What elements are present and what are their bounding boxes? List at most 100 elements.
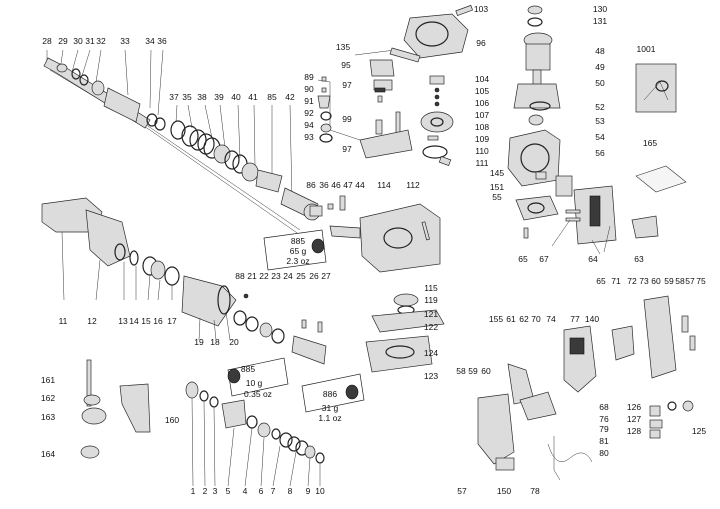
part-label-145: 145 — [490, 168, 504, 178]
part-label-36b: 36 — [319, 180, 329, 190]
part-label-17: 17 — [167, 316, 177, 326]
part-label-54: 54 — [595, 132, 605, 142]
part-label-128: 128 — [627, 426, 641, 436]
part-label-135: 135 — [336, 42, 350, 52]
part-label-125: 125 — [692, 426, 706, 436]
part-label-127: 127 — [627, 414, 641, 424]
grease-tube-3 — [301, 373, 365, 413]
part-label-161: 161 — [41, 375, 55, 385]
part-label-111: 111 — [476, 158, 489, 168]
part-label-1: 1 — [191, 486, 196, 496]
part-label-39: 39 — [214, 92, 224, 102]
aux-handle — [80, 359, 151, 459]
part-label-56: 56 — [595, 148, 605, 158]
part-label-105: 105 — [475, 86, 489, 96]
part-label-53: 53 — [595, 116, 605, 126]
part-label-71: 71 — [611, 276, 621, 286]
switch-mechanism — [317, 49, 413, 159]
part-label-108: 108 — [475, 122, 489, 132]
part-label-58a: 58 — [675, 276, 685, 286]
part-label-99: 99 — [342, 114, 352, 124]
part-label-165: 165 — [643, 138, 657, 148]
part-label-114: 114 — [377, 180, 391, 190]
part-label-19: 19 — [194, 337, 204, 347]
part-label-86: 86 — [306, 180, 316, 190]
gear-plate-stack — [365, 293, 445, 373]
part-label-3: 3 — [213, 486, 218, 496]
part-label-20: 20 — [229, 337, 239, 347]
part-label-25: 25 — [296, 271, 306, 281]
part-label-97b: 97 — [342, 144, 352, 154]
part-label-5: 5 — [226, 486, 231, 496]
part-label-115: 115 — [424, 283, 438, 293]
grease-g1-qty-oz: 2.3 oz — [286, 256, 309, 266]
part-label-24: 24 — [283, 271, 293, 281]
part-label-30: 30 — [73, 36, 83, 46]
part-label-27: 27 — [321, 271, 331, 281]
part-label-10: 10 — [315, 486, 325, 496]
capacitor-set — [649, 400, 694, 439]
part-label-33: 33 — [120, 36, 130, 46]
part-label-119: 119 — [424, 295, 438, 305]
cable-assembly — [495, 436, 593, 481]
part-label-14: 14 — [129, 316, 139, 326]
part-label-4: 4 — [243, 486, 248, 496]
part-label-60b: 60 — [481, 366, 491, 376]
part-label-60a: 60 — [651, 276, 661, 286]
part-label-48: 48 — [595, 46, 605, 56]
part-label-2: 2 — [203, 486, 208, 496]
part-label-32: 32 — [96, 36, 106, 46]
grease-g2-qty-g: 10 g — [246, 378, 263, 388]
part-label-89: 89 — [304, 72, 314, 82]
part-label-80: 80 — [599, 448, 609, 458]
part-label-151: 151 — [490, 182, 504, 192]
crank-housing — [309, 195, 441, 273]
part-label-34: 34 — [145, 36, 155, 46]
grease-g1-code: 885 — [291, 236, 305, 246]
part-label-22: 22 — [259, 271, 269, 281]
part-label-16: 16 — [153, 316, 163, 326]
part-label-68: 68 — [599, 402, 609, 412]
part-label-57a: 57 — [685, 276, 695, 286]
part-label-91: 91 — [304, 96, 314, 106]
grease-g2-code: 885 — [241, 364, 255, 374]
electronics-module — [551, 185, 659, 255]
part-label-41: 41 — [248, 92, 258, 102]
front-housing — [41, 197, 180, 301]
part-label-97a: 97 — [342, 80, 352, 90]
part-label-124: 124 — [424, 348, 438, 358]
part-label-93: 93 — [304, 132, 314, 142]
part-label-73: 73 — [639, 276, 649, 286]
part-label-123: 123 — [424, 371, 438, 381]
part-label-160: 160 — [165, 415, 179, 425]
part-label-70: 70 — [531, 314, 541, 324]
part-label-164: 164 — [41, 449, 55, 459]
part-label-6: 6 — [259, 486, 264, 496]
part-label-88: 88 — [235, 271, 245, 281]
part-label-79: 79 — [599, 424, 609, 434]
part-label-59a: 59 — [664, 276, 674, 286]
part-label-58b: 58 — [456, 366, 466, 376]
part-label-150: 150 — [497, 486, 511, 496]
part-label-46: 46 — [331, 180, 341, 190]
part-label-74: 74 — [546, 314, 556, 324]
part-label-106: 106 — [475, 98, 489, 108]
part-label-104: 104 — [475, 74, 489, 84]
part-label-18: 18 — [210, 337, 220, 347]
grease-g3-qty-oz: 1.1 oz — [318, 413, 341, 423]
part-label-67: 67 — [539, 254, 549, 264]
part-label-13: 13 — [118, 316, 128, 326]
part-label-122: 122 — [424, 322, 438, 332]
part-label-15: 15 — [141, 316, 151, 326]
part-label-140: 140 — [585, 314, 599, 324]
label-1001 — [635, 63, 677, 113]
part-label-35: 35 — [182, 92, 192, 102]
part-label-130: 130 — [593, 4, 607, 14]
motor-housing — [507, 129, 573, 239]
part-label-63: 63 — [634, 254, 644, 264]
part-label-29: 29 — [58, 36, 68, 46]
part-label-28: 28 — [42, 36, 52, 46]
